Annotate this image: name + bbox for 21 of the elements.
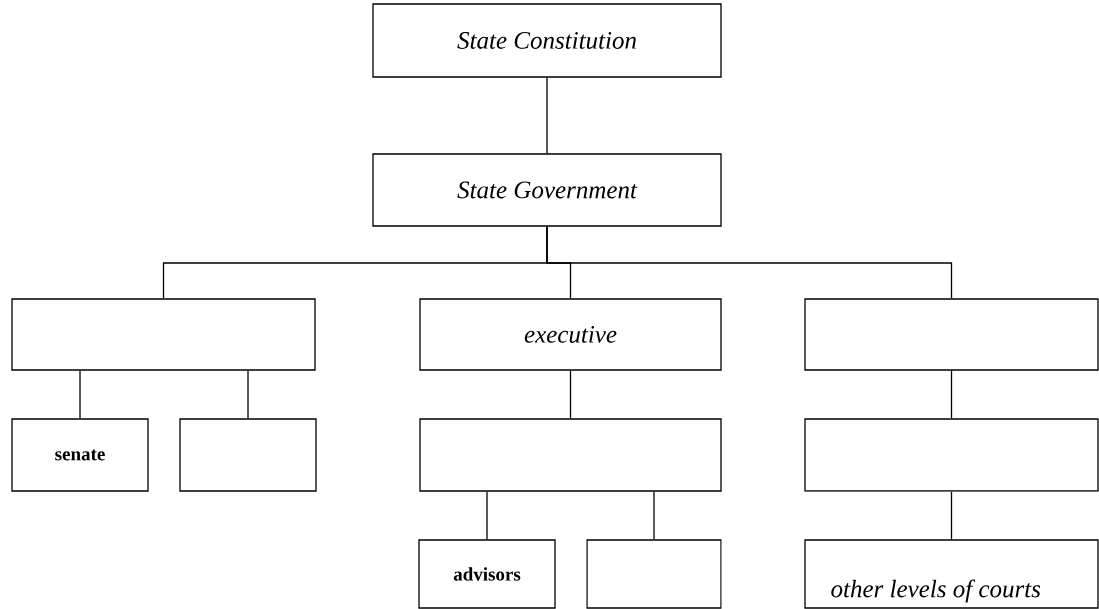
empty-box [804, 298, 1099, 371]
heading-box: State Constitution [372, 3, 722, 78]
connector-line [247, 370, 249, 419]
connector-line [546, 77, 548, 154]
empty-box [11, 298, 316, 371]
role-box: advisors [418, 539, 556, 609]
connector-line [486, 491, 488, 540]
connector-line [79, 370, 81, 419]
empty-box [179, 418, 317, 492]
empty-box [804, 418, 1099, 492]
chamber-box: senate [11, 418, 149, 492]
connector-line [546, 226, 953, 299]
empty-box [419, 418, 722, 492]
empty-box [586, 539, 722, 609]
connector-line [653, 491, 655, 540]
court-box: other levels of courts [804, 539, 1099, 609]
heading-box: State Government [372, 153, 722, 227]
connector-line [569, 370, 572, 419]
branch-box: executive [419, 298, 722, 371]
connector-line [950, 370, 953, 419]
connector-line [950, 491, 953, 540]
